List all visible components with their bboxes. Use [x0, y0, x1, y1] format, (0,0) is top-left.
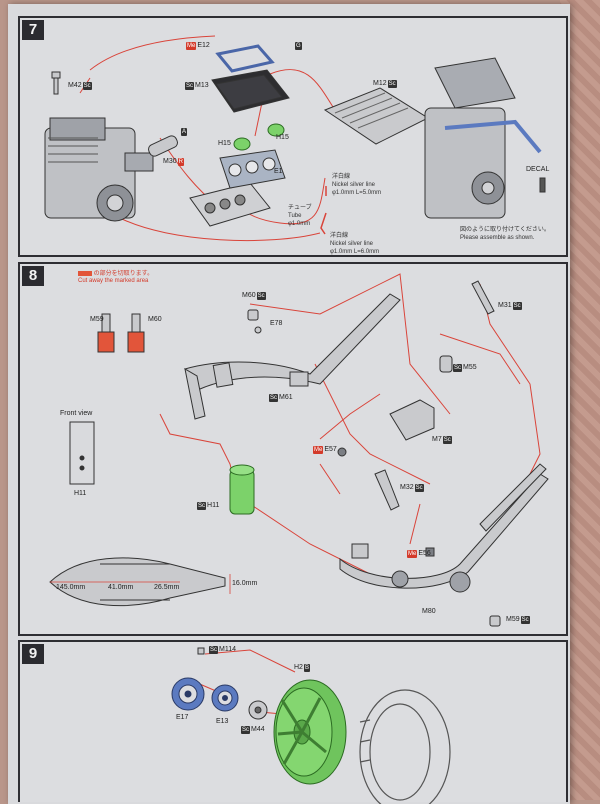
intake-tray — [189, 182, 271, 227]
instruction-sheet: 7 — [8, 4, 570, 804]
part-e57 — [337, 447, 347, 457]
cut-swatch — [78, 270, 92, 276]
label-m60: M60 — [148, 316, 162, 323]
tire — [359, 689, 451, 804]
cut-parts-m59-m60 — [97, 313, 145, 353]
dim-26-5: 26.5mm — [154, 584, 180, 591]
label-m80: M80 — [422, 608, 436, 615]
sprocket-e13 — [211, 684, 239, 712]
label-g: G — [295, 42, 302, 50]
part-m31 — [471, 280, 495, 315]
cut-note-en: Cut away the marked area — [78, 278, 149, 284]
part-m32 — [374, 469, 400, 511]
step-8-number: 8 — [22, 266, 44, 286]
part-m59-bottom — [489, 615, 501, 627]
step-7-number: 7 — [22, 20, 44, 40]
step-7-panel: 7 — [18, 16, 568, 257]
leader-lines — [159, 273, 541, 575]
part-e56 — [425, 547, 435, 557]
head-cover-m12 — [323, 87, 430, 145]
wheel-h2 — [273, 679, 347, 785]
frame-upper — [184, 293, 401, 420]
frame-lower — [339, 463, 549, 593]
screw-m114 — [197, 647, 205, 655]
label-e17: E17 — [176, 714, 189, 721]
dim-145: 145.0mm — [56, 584, 86, 591]
label-e78: E78 — [270, 320, 283, 327]
engine-block-right — [424, 57, 546, 219]
tube-note: チューブ Tube φ1.0mm — [288, 205, 312, 227]
cut-note: の部分を切取ります。 — [78, 268, 153, 277]
step-7-drawing — [44, 35, 546, 242]
step-8-drawing — [49, 273, 549, 627]
e12-gasket — [215, 44, 275, 73]
part-m7 — [389, 399, 435, 441]
step-8-panel: 8 の部分を切取ります。 Cut away the marked area — [18, 262, 568, 636]
e1-plate — [219, 149, 286, 189]
dimension-lines — [50, 574, 231, 594]
label-e1: E1 — [274, 168, 283, 175]
tube-parts — [320, 186, 327, 235]
dim-41: 41.0mm — [108, 584, 134, 591]
label-e13: E13 — [216, 718, 229, 725]
h15-caps — [233, 123, 285, 151]
part-h11 — [229, 464, 255, 515]
part-a — [148, 135, 178, 157]
front-view-h11 — [69, 421, 95, 485]
label-m59: M59 — [90, 316, 104, 323]
label-h11-front: H11 — [74, 490, 87, 497]
part-m60-top — [247, 309, 259, 321]
label-a: A — [181, 128, 188, 136]
label-front-view: Front view — [60, 410, 93, 417]
engine-block-left — [44, 117, 154, 222]
nickel-line-note-2: 洋白線 Nickel silver line φ1.0mm L=6.0mm — [330, 233, 380, 255]
part-m55 — [439, 355, 453, 373]
step-9-panel: 9 — [18, 640, 568, 804]
part-e78 — [254, 326, 262, 334]
dim-16: 16.0mm — [232, 580, 258, 587]
assemble-note: 図のように取り付けてください。 Please assemble as shown… — [460, 227, 550, 241]
step-9-drawing — [171, 647, 451, 804]
hub-m44 — [248, 700, 268, 720]
nickel-line-note-1: 洋白線 Nickel silver line φ1.0mm L=5.0mm — [332, 174, 382, 196]
valve-cover-m13 — [211, 69, 290, 113]
label-h15-left: H15 — [218, 140, 231, 147]
label-h15-right: H15 — [276, 134, 289, 141]
sprocket-e17 — [171, 677, 205, 711]
label-decal: DECAL — [526, 166, 550, 173]
screw-m42 — [51, 71, 61, 95]
step-9-number: 9 — [22, 644, 44, 664]
